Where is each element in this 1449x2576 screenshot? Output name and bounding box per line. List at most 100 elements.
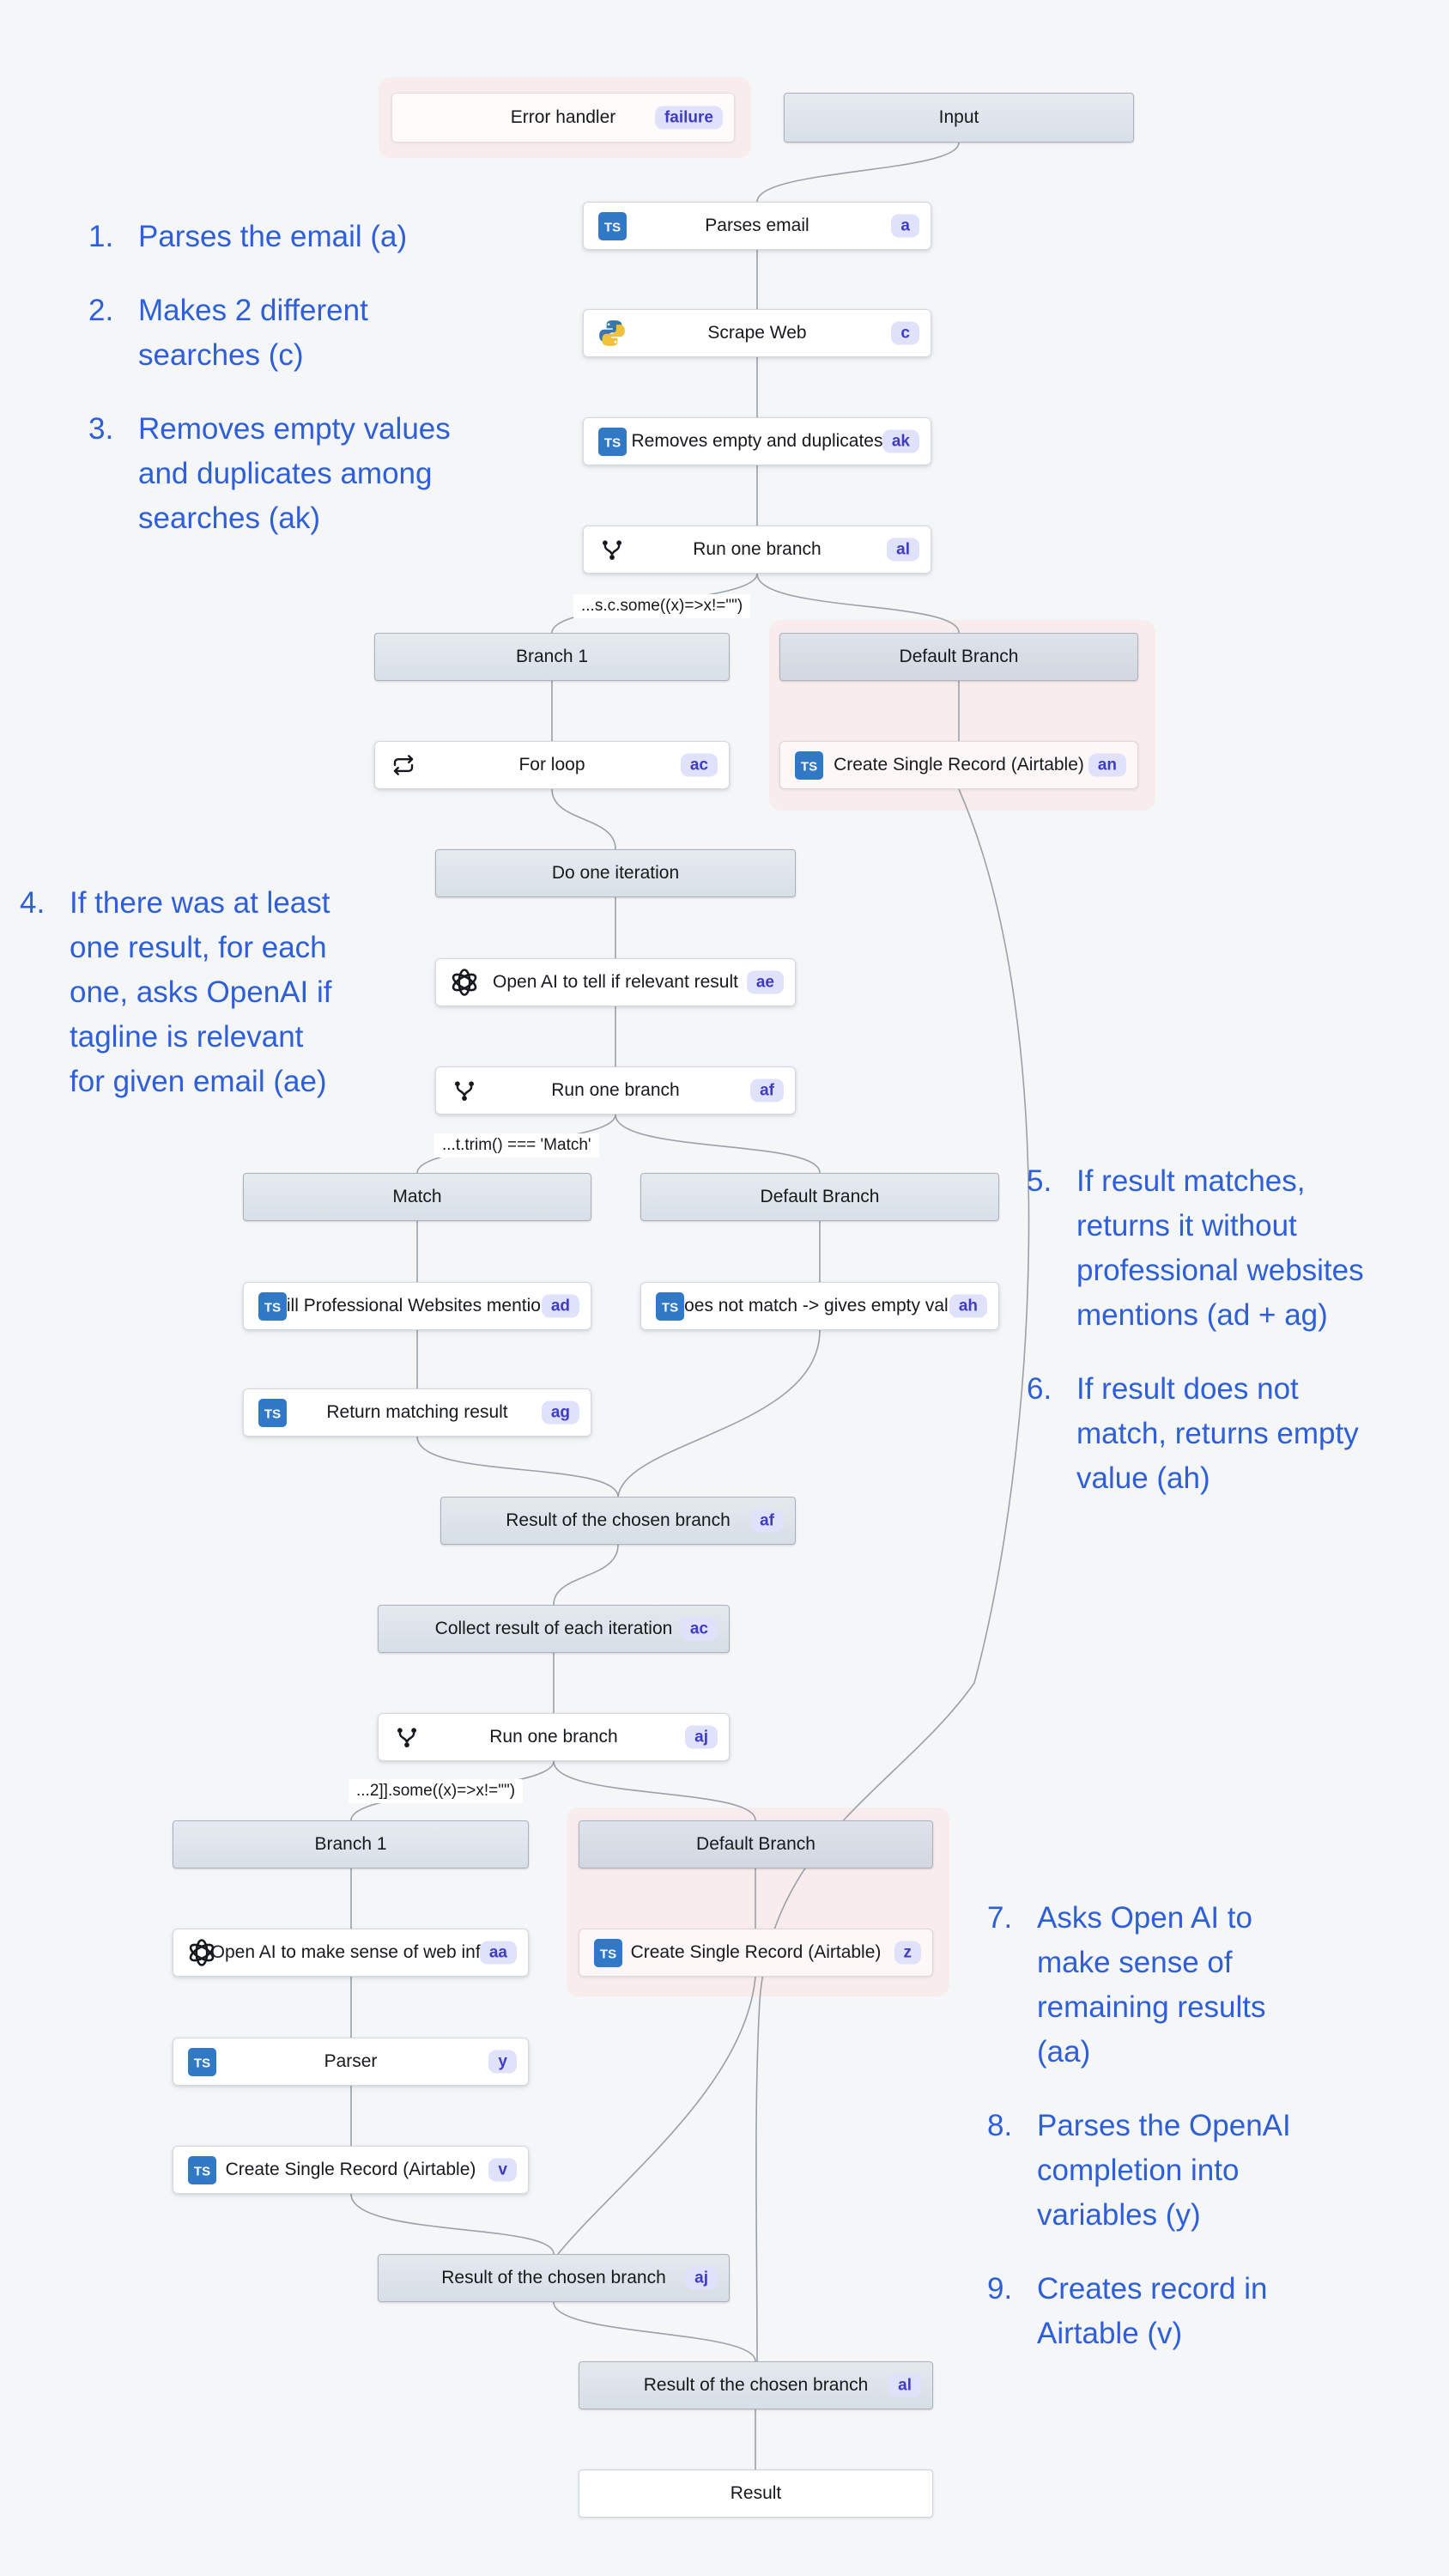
- annotation-group-g2: 4. If there was at least one result, for …: [20, 881, 483, 1133]
- failure-badge: failure: [654, 106, 723, 130]
- typescript-icon: TS: [597, 426, 627, 457]
- condition-label-cond-aj: ...2]].some((x)=>x!=""): [349, 1779, 524, 1803]
- svg-text:TS: TS: [264, 1406, 280, 1421]
- node-create-record-v[interactable]: TS Create Single Record (Airtable) v: [173, 2146, 529, 2194]
- node-match[interactable]: Match: [243, 1173, 591, 1221]
- node-label: Return matching result: [326, 1402, 508, 1422]
- svg-text:TS: TS: [661, 1300, 677, 1315]
- annotation-item: 8.Parses the OpenAI completion into vari…: [987, 2104, 1449, 2238]
- annotation-text: If there was at least one result, for ea…: [70, 886, 332, 1098]
- annotation-text: If result matches, returns it without pr…: [1076, 1164, 1364, 1332]
- annotation-text: Parses the OpenAI completion into variab…: [1037, 2109, 1291, 2232]
- node-run-one-branch-al[interactable]: Run one branch al: [583, 526, 931, 574]
- node-result-chosen-aj[interactable]: Result of the chosen branch aj: [378, 2254, 730, 2302]
- node-return-ag[interactable]: TS Return matching result ag: [243, 1388, 591, 1437]
- step-id-badge: v: [488, 2158, 517, 2182]
- step-id-badge: aa: [479, 1941, 517, 1965]
- annotation-number: 5.: [1027, 1164, 1052, 1198]
- typescript-icon: TS: [257, 1291, 288, 1321]
- node-label: For loop: [518, 755, 585, 775]
- step-id-badge: z: [894, 1941, 921, 1965]
- annotation-item: 9.Creates record in Airtable (v): [987, 2267, 1449, 2356]
- node-label: Create Single Record (Airtable): [834, 755, 1084, 775]
- annotation-number: 3.: [88, 412, 114, 446]
- step-id-badge: al: [888, 2373, 921, 2397]
- node-label: Removes empty and duplicates: [631, 431, 883, 451]
- node-openai-ae[interactable]: Open AI to tell if relevant result ae: [435, 958, 796, 1006]
- node-label: Create Single Record (Airtable): [225, 2160, 476, 2179]
- node-error-handler[interactable]: Error handler failure: [391, 93, 735, 143]
- node-label: Open AI to tell if relevant result: [493, 972, 738, 992]
- typescript-icon: TS: [186, 2154, 217, 2185]
- annotation-number: 7.: [987, 1901, 1013, 1935]
- step-id-badge: c: [891, 321, 919, 345]
- node-label: Result of the chosen branch: [506, 1510, 731, 1530]
- step-id-badge: al: [887, 538, 919, 562]
- node-label: Do one iteration: [551, 863, 680, 883]
- annotation-number: 4.: [20, 886, 45, 920]
- typescript-icon: TS: [597, 210, 627, 241]
- annotation-text: If result does not match, returns empty …: [1076, 1372, 1359, 1495]
- node-do-one-iteration[interactable]: Do one iteration: [435, 849, 796, 897]
- step-id-badge: an: [1088, 753, 1126, 777]
- annotation-group-g3: 5. If result matches, returns it without …: [1027, 1159, 1449, 1530]
- typescript-icon: TS: [186, 2046, 217, 2077]
- node-scrape-web[interactable]: Scrape Web c: [583, 309, 931, 357]
- node-label: Result of the chosen branch: [441, 2268, 666, 2287]
- svg-text:TS: TS: [603, 220, 620, 234]
- node-label: Branch 1: [515, 647, 589, 666]
- step-id-badge: a: [891, 214, 919, 238]
- node-default-branch-2[interactable]: Default Branch: [640, 1173, 999, 1221]
- node-label: Collect result of each iteration: [434, 1619, 673, 1638]
- node-default-branch-3[interactable]: Default Branch: [579, 1820, 933, 1868]
- annotation-text: Removes empty values and duplicates amon…: [138, 412, 451, 535]
- node-create-record-z[interactable]: TS Create Single Record (Airtable) z: [579, 1929, 933, 1977]
- node-default-branch-1[interactable]: Default Branch: [779, 633, 1138, 681]
- node-branch-1[interactable]: Branch 1: [374, 633, 730, 681]
- node-label: Run one branch: [693, 539, 822, 559]
- step-id-badge: ag: [541, 1400, 579, 1425]
- typescript-icon: TS: [592, 1937, 623, 1968]
- node-label: Parser: [324, 2051, 378, 2071]
- openai-icon: [449, 967, 480, 998]
- typescript-icon: TS: [654, 1291, 685, 1321]
- step-id-badge: ae: [746, 970, 784, 994]
- annotation-text: Makes 2 different searches (c): [138, 294, 368, 372]
- svg-text:TS: TS: [603, 435, 620, 450]
- step-id-badge: ak: [882, 429, 919, 453]
- node-label: Create Single Record (Airtable): [630, 1942, 882, 1962]
- loop-icon: [388, 750, 419, 781]
- node-result[interactable]: Result: [579, 2470, 933, 2518]
- step-id-badge: af: [750, 1509, 784, 1533]
- openai-icon: [186, 1937, 217, 1968]
- annotation-number: 1.: [88, 220, 114, 253]
- node-label: Match: [392, 1187, 442, 1206]
- node-label: Run one branch: [551, 1080, 680, 1100]
- node-input[interactable]: Input: [784, 93, 1134, 143]
- node-label: Scrape Web: [707, 323, 807, 343]
- node-label: Default Branch: [899, 647, 1019, 666]
- node-label: Default Branch: [760, 1187, 880, 1206]
- node-result-chosen-af[interactable]: Result of the chosen branch af: [440, 1497, 796, 1545]
- annotation-text: Parses the email (a): [138, 220, 408, 253]
- node-label: Error handler: [510, 107, 616, 127]
- branch-icon: [449, 1075, 480, 1106]
- annotation-item: 3. Removes empty values and duplicates am…: [88, 407, 603, 541]
- node-branch-1b[interactable]: Branch 1: [173, 1820, 529, 1868]
- annotation-item: 6.If result does not match, returns empt…: [1027, 1367, 1449, 1501]
- svg-text:TS: TS: [193, 2164, 209, 2178]
- step-id-badge: aj: [685, 2266, 718, 2290]
